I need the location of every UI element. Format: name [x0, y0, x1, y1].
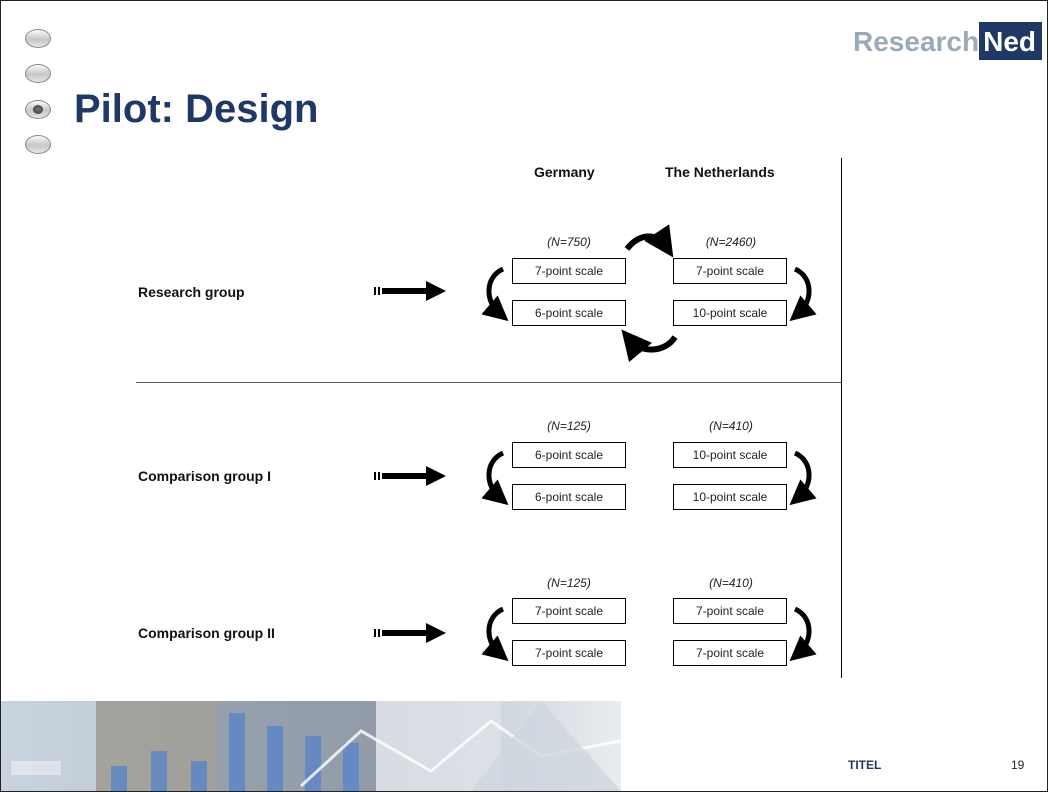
logo-text-ned: Ned	[979, 22, 1042, 60]
footer-photo-collage	[1, 701, 621, 791]
n-netherlands-comparison-2: (N=410)	[709, 576, 753, 590]
nav-bullet-1[interactable]	[25, 29, 51, 48]
scale-box-germany-comparison-1-2: 6-point scale	[512, 484, 626, 510]
n-netherlands-research: (N=2460)	[705, 235, 757, 249]
scale-box-netherlands-research-1: 7-point scale	[673, 258, 787, 284]
column-header-germany: Germany	[534, 164, 595, 180]
group-label-research: Research group	[138, 284, 245, 300]
footer-title: TITEL	[848, 758, 882, 772]
nav-bullet-active[interactable]	[25, 100, 51, 119]
scale-box-netherlands-comparison-1-2: 10-point scale	[673, 484, 787, 510]
group-label-comparison-1: Comparison group I	[138, 468, 271, 484]
scale-box-netherlands-comparison-2-1: 7-point scale	[673, 598, 787, 624]
scale-box-netherlands-comparison-2-2: 7-point scale	[673, 640, 787, 666]
researchned-logo: Research Ned	[853, 22, 1042, 60]
curve-arrow-germany-comparison-2	[481, 606, 509, 662]
swap-arrow-bottom	[621, 329, 678, 363]
n-netherlands-comparison-1: (N=410)	[709, 419, 753, 433]
slide-title: Pilot: Design	[74, 87, 319, 131]
n-germany-comparison-1: (N=125)	[547, 419, 591, 433]
swap-arrow-top	[624, 224, 674, 258]
scale-box-germany-comparison-2-1: 7-point scale	[512, 598, 626, 624]
n-germany-research: (N=750)	[547, 235, 591, 249]
page-number: 19	[1011, 758, 1025, 772]
group-label-comparison-2: Comparison group II	[138, 625, 275, 641]
scale-box-germany-comparison-2-2: 7-point scale	[512, 640, 626, 666]
nav-bullet-4[interactable]	[25, 135, 51, 154]
curve-arrow-netherlands-comparison-1	[789, 450, 817, 506]
n-germany-comparison-2: (N=125)	[547, 576, 591, 590]
scale-box-netherlands-research-2: 10-point scale	[673, 300, 787, 326]
curve-arrow-germany-research	[481, 266, 509, 322]
curve-arrow-netherlands-research	[789, 266, 817, 322]
scale-box-germany-research-1: 7-point scale	[512, 258, 626, 284]
curve-arrow-germany-comparison-1	[481, 450, 509, 506]
group-arrow-comparison-2	[374, 623, 446, 643]
group-arrow-research	[374, 281, 446, 301]
curve-arrow-netherlands-comparison-2	[789, 606, 817, 662]
scale-box-germany-research-2: 6-point scale	[512, 300, 626, 326]
nav-bullet-2[interactable]	[25, 64, 51, 83]
column-header-netherlands: The Netherlands	[665, 164, 775, 180]
scale-box-netherlands-comparison-1-1: 10-point scale	[673, 442, 787, 468]
horizontal-divider	[136, 382, 842, 383]
vertical-divider	[841, 158, 842, 678]
scale-box-germany-comparison-1-1: 6-point scale	[512, 442, 626, 468]
group-arrow-comparison-1	[374, 466, 446, 486]
logo-text-research: Research	[853, 26, 980, 57]
